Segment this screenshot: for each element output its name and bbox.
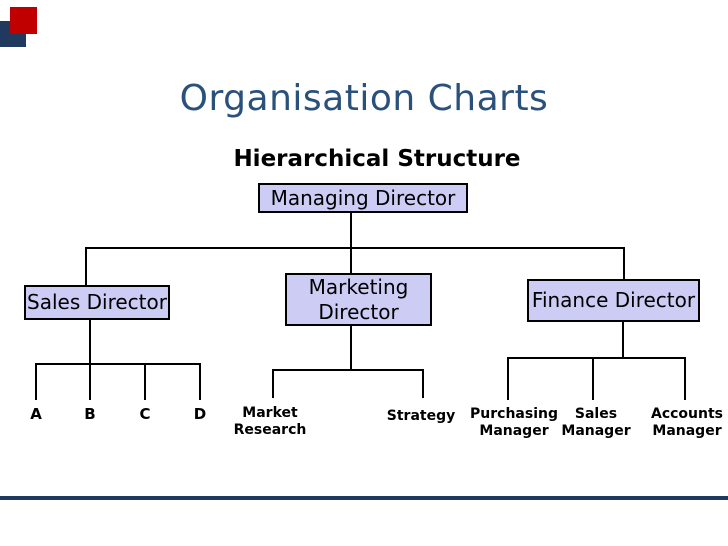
org-leaf-a: A	[30, 405, 42, 423]
red-square-decoration	[10, 7, 37, 34]
connector-strategy	[422, 369, 424, 398]
org-leaf-c: C	[139, 405, 151, 423]
page-title: Organisation Charts	[179, 78, 549, 119]
connector-market-research	[272, 369, 274, 398]
connector-finance-stem	[622, 322, 624, 357]
org-leaf-strategy: Strategy	[386, 408, 456, 424]
connector-sales-a	[35, 363, 37, 400]
org-leaf-sales-manager: Sales Manager	[561, 406, 631, 439]
connector-drop-finance	[623, 247, 625, 279]
footer-rule	[0, 496, 728, 500]
org-leaf-purchasing-manager: Purchasing Manager	[470, 406, 558, 439]
org-node-sales-director: Sales Director	[24, 285, 170, 320]
org-leaf-market-research: Market Research	[233, 405, 307, 438]
connector-finance-horizontal	[508, 357, 686, 359]
connector-purchasing	[507, 357, 509, 400]
connector-accounts	[684, 357, 686, 400]
org-node-marketing-director: Marketing Director	[285, 273, 432, 326]
connector-marketing-horizontal	[273, 369, 424, 371]
org-leaf-d: D	[193, 405, 207, 423]
org-node-managing-director: Managing Director	[258, 183, 468, 213]
connector-root-vertical	[350, 213, 352, 247]
connector-sales-manager	[592, 357, 594, 400]
connector-sales-stem	[89, 320, 91, 363]
connector-sales-d	[199, 363, 201, 400]
org-leaf-accounts-manager: Accounts Manager	[650, 406, 723, 439]
connector-drop-sales	[85, 247, 87, 285]
org-node-finance-director: Finance Director	[527, 279, 700, 322]
org-leaf-b: B	[84, 405, 96, 423]
connector-level2-horizontal	[85, 247, 625, 249]
slide-subtitle: Hierarchical Structure	[233, 146, 521, 172]
connector-sales-c	[144, 363, 146, 400]
connector-drop-marketing	[350, 247, 352, 273]
connector-marketing-stem	[350, 326, 352, 369]
connector-sales-horizontal	[36, 363, 201, 365]
connector-sales-b	[89, 363, 91, 400]
